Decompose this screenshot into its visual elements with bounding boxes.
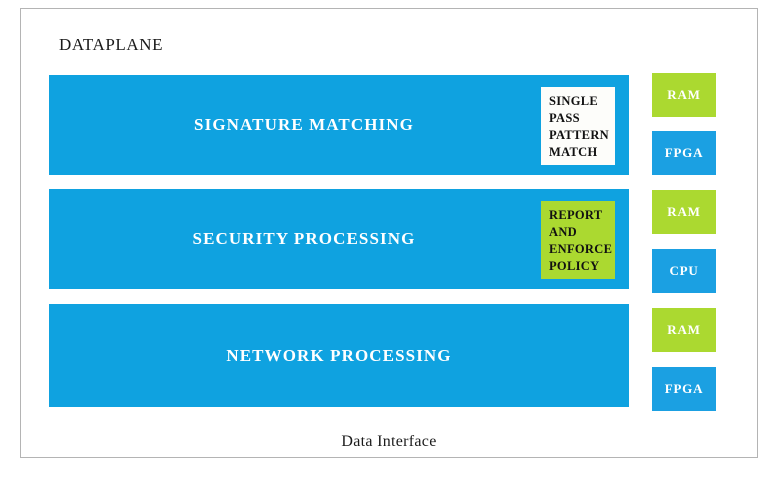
- note-line: PATTERN: [549, 128, 609, 142]
- note-line: MATCH: [549, 145, 598, 159]
- hardware-block-ram[interactable]: RAM: [652, 190, 716, 234]
- note-box-single-pass-pattern-match: SINGLE PASS PATTERN MATCH: [541, 87, 615, 165]
- layer-label: SECURITY PROCESSING: [192, 229, 416, 248]
- note-line: AND: [549, 225, 577, 239]
- hardware-block-fpga[interactable]: FPGA: [652, 367, 716, 411]
- diagram-frame: DATAPLANE SIGNATURE MATCHING SINGLE PASS…: [20, 8, 758, 458]
- layer-block-signature-matching[interactable]: SIGNATURE MATCHING SINGLE PASS PATTERN M…: [49, 75, 629, 175]
- layer-label: NETWORK PROCESSING: [226, 345, 452, 365]
- layer-block-security-processing[interactable]: SECURITY PROCESSING REPORT AND ENFORCE P…: [49, 189, 629, 289]
- layer-block-network-processing[interactable]: NETWORK PROCESSING: [49, 304, 629, 407]
- hardware-label: RAM: [667, 322, 701, 337]
- note-line: PASS: [549, 111, 580, 125]
- note-line: POLICY: [549, 259, 600, 273]
- hardware-block-cpu[interactable]: CPU: [652, 249, 716, 293]
- hardware-label: RAM: [667, 204, 701, 219]
- hardware-label: FPGA: [664, 145, 704, 160]
- page-title: DATAPLANE: [59, 35, 164, 54]
- hardware-label: CPU: [669, 263, 699, 278]
- hardware-block-fpga[interactable]: FPGA: [652, 131, 716, 175]
- note-line: REPORT: [549, 208, 603, 222]
- note-line: SINGLE: [549, 94, 599, 108]
- note-box-report-and-enforce-policy: REPORT AND ENFORCE POLICY: [541, 201, 615, 279]
- layer-label: SIGNATURE MATCHING: [194, 115, 414, 134]
- hardware-block-ram[interactable]: RAM: [652, 73, 716, 117]
- hardware-label: FPGA: [664, 381, 704, 396]
- hardware-block-ram[interactable]: RAM: [652, 308, 716, 352]
- hardware-label: RAM: [667, 87, 701, 102]
- note-line: ENFORCE: [549, 242, 613, 256]
- data-interface-label: Data Interface: [341, 433, 437, 450]
